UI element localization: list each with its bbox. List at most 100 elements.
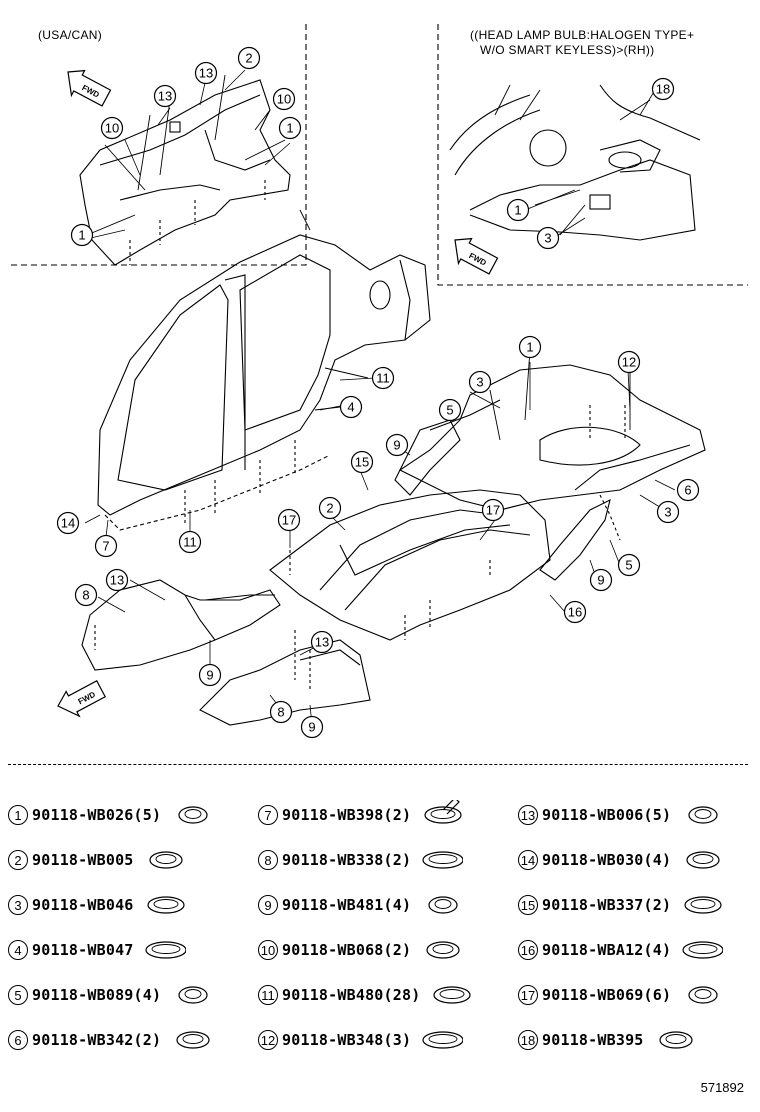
region-note-rh: ((HEAD LAMP BULB:HALOGEN TYPE+ W/O SMART…: [470, 28, 694, 58]
leader-lines: [81, 69, 676, 726]
callout-number: 15: [355, 455, 369, 470]
body-side-panel-drawing: [97, 209, 431, 531]
callout-3: 3: [656, 500, 680, 524]
callout-number: 11: [376, 371, 390, 386]
callout-number: 17: [282, 513, 296, 528]
legend-number: 12: [258, 1030, 278, 1050]
callout-number: 16: [568, 605, 582, 620]
legend-part-number: 90118-WB030(4): [542, 851, 672, 869]
legend-part-number: 90118-WB481(4): [282, 896, 412, 914]
callout-number: 10: [277, 92, 291, 107]
callout-16: 16: [563, 600, 587, 624]
section-divider-left: [8, 24, 307, 266]
body-drawing: FWD FWD FWD 1111223334556788999910101111…: [8, 24, 748, 739]
callout-8: 8: [269, 700, 293, 724]
plug-icon: [178, 986, 208, 1004]
legend-part-number: 90118-WB342(2): [32, 1031, 162, 1049]
legend-number: 9: [258, 895, 278, 915]
rear-sill-drawing: [394, 419, 611, 581]
legend-number: 14: [518, 850, 538, 870]
plug-icon: [682, 941, 724, 959]
legend-number: 10: [258, 940, 278, 960]
callout-5: 5: [438, 398, 462, 422]
plug-icon: [148, 851, 183, 869]
legend-part-number: 90118-WB068(2): [282, 941, 412, 959]
callout-10: 10: [272, 87, 296, 111]
callout-8: 8: [74, 583, 98, 607]
legend-part-number: 90118-WB337(2): [542, 896, 672, 914]
plug-icon: [178, 806, 208, 824]
callout-13: 13: [194, 61, 218, 85]
callout-14: 14: [56, 511, 80, 535]
plug-icon: [688, 806, 718, 824]
callout-number: 5: [625, 558, 632, 573]
legend-part-number: 90118-WB395: [542, 1031, 644, 1049]
callout-number: 9: [206, 668, 213, 683]
plug-icon: [422, 1031, 464, 1049]
fwd-arrow-top-right: FWD: [454, 237, 499, 275]
region-note-rh-line1: ((HEAD LAMP BULB:HALOGEN TYPE+: [470, 28, 695, 42]
callout-number: 2: [245, 51, 252, 66]
callout-number: 3: [544, 231, 551, 246]
legend-number: 3: [8, 895, 28, 915]
callout-9: 9: [300, 715, 324, 739]
legend-part-number: 90118-WB089(4): [32, 986, 162, 1004]
apron-drawing: [449, 84, 701, 241]
front-sill-drawing-2: [199, 630, 371, 726]
callout-number: 18: [656, 82, 670, 97]
callout-12: 12: [617, 350, 641, 374]
legend-part-number: 90118-WB338(2): [282, 851, 412, 869]
legend-part-number: 90118-WB398(2): [282, 806, 412, 824]
plug-icon: [658, 1031, 693, 1049]
callout-4: 4: [339, 395, 363, 419]
callout-number: 1: [526, 340, 533, 355]
legend-number: 2: [8, 850, 28, 870]
legend-number: 7: [258, 805, 278, 825]
callout-number: 1: [78, 228, 85, 243]
fwd-arrow-bottom-left: FWD: [57, 680, 106, 718]
legend-number: 6: [8, 1030, 28, 1050]
plug-icon: [176, 1031, 210, 1049]
callout-number: 4: [347, 400, 354, 415]
callout-number: 3: [476, 375, 483, 390]
plug-icon: [433, 986, 472, 1004]
callout-18: 18: [651, 77, 675, 101]
legend-part-number: 90118-WB006(5): [542, 806, 672, 824]
legend-number: 13: [518, 805, 538, 825]
legend-part-number: 90118-WB005: [32, 851, 134, 869]
callout-number: 8: [277, 705, 284, 720]
callout-1: 1: [518, 335, 542, 359]
callout-number: 9: [308, 720, 315, 735]
callout-11: 11: [371, 366, 395, 390]
callout-number: 10: [105, 121, 119, 136]
callout-number: 13: [158, 89, 172, 104]
section-divider-bottom: [8, 764, 748, 765]
legend-part-number: 90118-WB348(3): [282, 1031, 412, 1049]
plug-icon: [422, 851, 464, 869]
callout-2: 2: [237, 46, 261, 70]
callout-number: 17: [486, 503, 500, 518]
rear-floor-drawing: [398, 349, 706, 541]
legend-number: 17: [518, 985, 538, 1005]
callout-number: 1: [286, 121, 293, 136]
callout-6: 6: [676, 478, 700, 502]
callout-13: 13: [105, 568, 129, 592]
callout-9: 9: [198, 663, 222, 687]
legend-number: 16: [518, 940, 538, 960]
callout-number: 9: [597, 573, 604, 588]
callout-9: 9: [589, 568, 613, 592]
legend-number: 11: [258, 985, 278, 1005]
front-floor-drawing: [269, 489, 551, 641]
callout-5: 5: [617, 553, 641, 577]
